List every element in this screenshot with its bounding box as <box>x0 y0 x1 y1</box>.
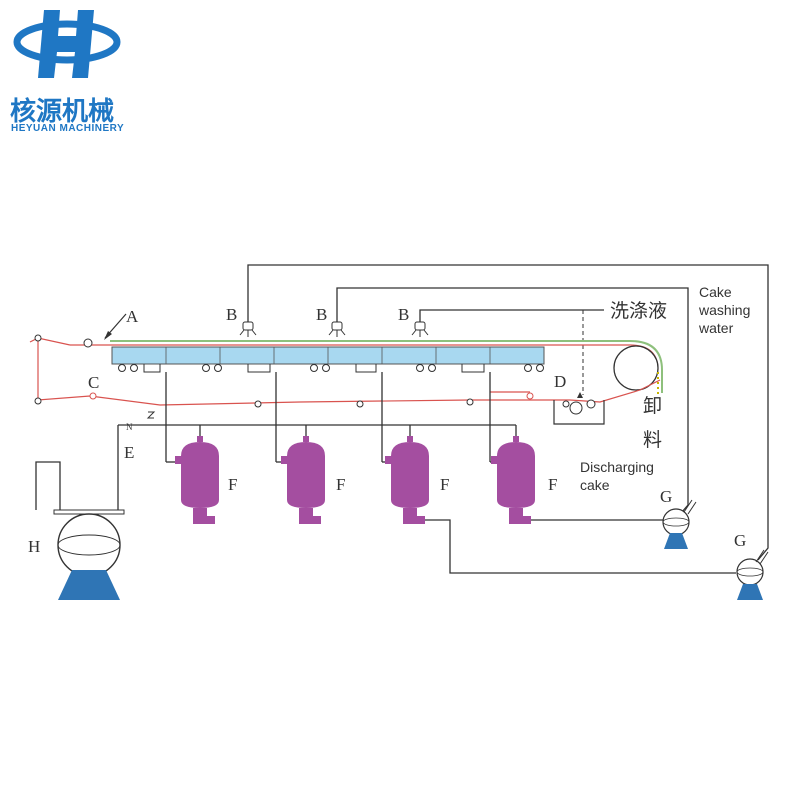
label-b-1: B <box>226 305 237 324</box>
logo-english-name: HEYUAN MACHINERY <box>11 123 124 134</box>
label-h: H <box>28 537 40 556</box>
logo-chinese-name: 核源机械 <box>10 96 114 127</box>
pump-return-pipes <box>425 519 736 574</box>
centrifugal-pump-icon <box>736 549 769 600</box>
cake-washing-water-line-3: water <box>698 320 734 336</box>
process-annotations: 洗涤液 Cake washing water 卸 料 Discharging c… <box>580 284 750 493</box>
label-d: D <box>554 372 566 391</box>
component-labels: A B B B C D E N F F F F G G H <box>28 305 746 556</box>
label-e: E <box>124 443 134 462</box>
washing-liquid-label: 洗涤液 <box>610 300 667 322</box>
washing-water-pipes <box>247 264 769 561</box>
spray-nozzle-icon <box>328 321 346 337</box>
belt-filter-body <box>70 313 663 396</box>
label-n: N <box>126 422 133 432</box>
unloading-label-1: 卸 <box>643 395 662 417</box>
label-c: C <box>88 373 99 392</box>
filter-cloth-loop <box>29 334 661 408</box>
discharging-cake-line-2: cake <box>580 477 610 493</box>
label-f-1: F <box>228 475 237 494</box>
spray-nozzle-icon <box>411 321 429 337</box>
centrifugal-pump-icon <box>662 499 697 549</box>
label-f-3: F <box>440 475 449 494</box>
label-f-2: F <box>336 475 345 494</box>
vacuum-manifold-pipes <box>117 372 517 510</box>
spray-nozzle-icon <box>239 321 257 337</box>
discharging-cake-line-1: Discharging <box>580 459 654 475</box>
label-f-4: F <box>548 475 557 494</box>
vacuum-pump-icon <box>35 461 125 600</box>
separator-tank <box>491 436 535 524</box>
unloading-label-2: 料 <box>643 429 662 451</box>
label-b-2: B <box>316 305 327 324</box>
label-g-1: G <box>660 487 672 506</box>
company-logo: 核源机械 HEYUAN MACHINERY <box>10 10 124 134</box>
logo-mark-icon <box>13 10 121 78</box>
label-a: A <box>126 307 139 326</box>
cake-washing-water-line-2: washing <box>698 302 750 318</box>
separator-tank <box>385 436 429 524</box>
spray-nozzles <box>239 321 429 337</box>
cake-washing-water-line-1: Cake <box>699 284 732 300</box>
label-g-2: G <box>734 531 746 550</box>
separator-tanks <box>175 436 535 524</box>
separator-tank <box>175 436 219 524</box>
feed-roller-icon <box>83 338 93 348</box>
label-b-3: B <box>398 305 409 324</box>
head-roller-icon <box>613 345 659 391</box>
separator-tank <box>281 436 325 524</box>
cloth-washing-unit <box>553 392 605 425</box>
